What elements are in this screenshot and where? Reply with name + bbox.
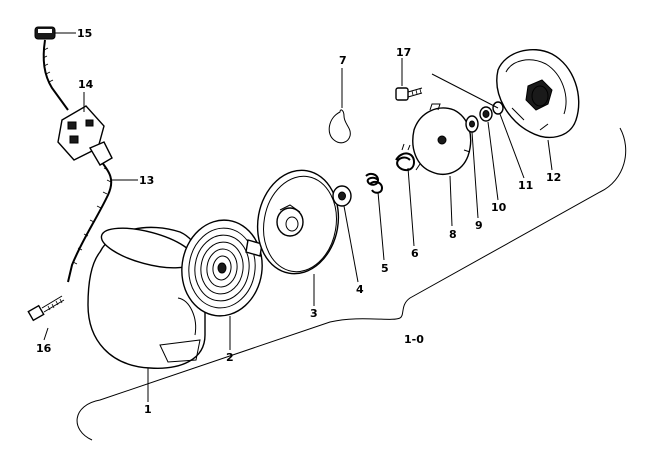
washer-part-4 xyxy=(332,185,352,207)
handle-grip-part-15 xyxy=(34,26,56,40)
drive-plate-part-8 xyxy=(412,103,472,175)
label-part-10: 10 xyxy=(491,201,507,214)
recoil-spring-part-2 xyxy=(181,219,263,317)
leader-lines xyxy=(43,32,553,402)
label-part-1: 1 xyxy=(144,403,152,416)
label-part-16: 16 xyxy=(36,342,52,355)
assembly-boundary xyxy=(76,127,627,441)
pulley-part-3 xyxy=(256,169,340,275)
label-part-5: 5 xyxy=(381,262,389,275)
label-part-17: 17 xyxy=(396,46,411,59)
part-labels: 15 14 13 16 1 2 3 4 5 6 7 8 9 10 11 12 1… xyxy=(36,27,561,416)
bolt-part-16 xyxy=(27,295,65,322)
cover-plate-part-12 xyxy=(496,49,580,139)
label-part-2: 2 xyxy=(226,351,234,364)
housing-part-1 xyxy=(87,226,206,369)
rope-connector-part-14 xyxy=(57,105,113,166)
starter-rope-part-13 xyxy=(42,39,113,283)
label-part-6: 6 xyxy=(411,247,419,260)
retainer-clip-part-7 xyxy=(328,109,351,144)
washer-part-10 xyxy=(479,106,493,122)
label-part-4: 4 xyxy=(356,283,364,296)
label-part-3: 3 xyxy=(310,307,318,320)
spring-part-5 xyxy=(365,172,384,194)
label-part-9: 9 xyxy=(475,219,483,232)
label-part-14: 14 xyxy=(78,78,94,91)
label-part-12: 12 xyxy=(546,171,561,184)
label-part-8: 8 xyxy=(449,228,457,241)
screw-part-17 xyxy=(395,87,423,101)
washer-part-9 xyxy=(465,115,479,133)
spring-clip-part-6 xyxy=(395,143,416,172)
label-part-15: 15 xyxy=(77,27,92,40)
label-part-11: 11 xyxy=(518,179,533,192)
label-assembly: 1-0 xyxy=(404,333,424,346)
label-part-7: 7 xyxy=(339,54,347,67)
label-part-13: 13 xyxy=(139,174,154,187)
